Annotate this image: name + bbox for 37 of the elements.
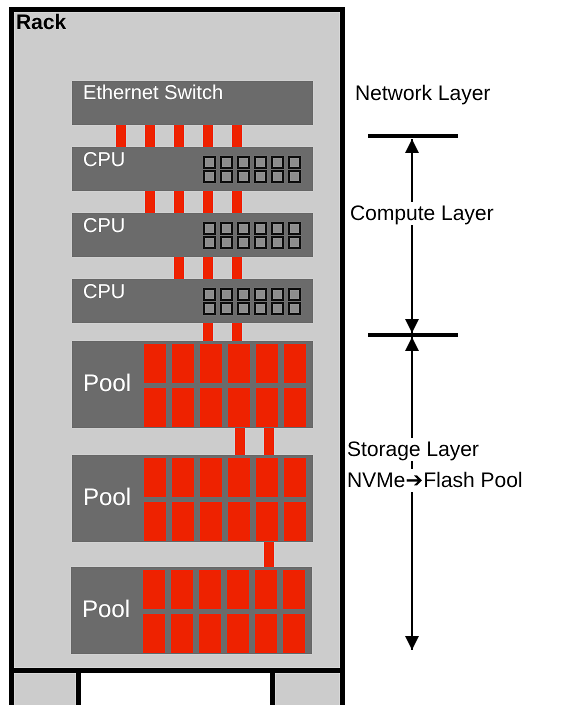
cable-link [232, 191, 242, 213]
layer-label: NVMe➔Flash Pool [347, 469, 523, 492]
cable-link [232, 257, 242, 279]
cable-link [174, 257, 184, 279]
switch-unit [72, 81, 313, 125]
rack-label: Rack [16, 11, 66, 35]
unit-label: Pool [82, 598, 130, 622]
unit-label: Pool [83, 486, 132, 510]
cable-link [235, 428, 245, 455]
cable-link [203, 323, 213, 341]
server-unit [72, 279, 313, 323]
cable-link [232, 125, 242, 147]
unit-label: CPU [83, 216, 126, 236]
layer-label: Compute Layer [350, 202, 494, 226]
unit-label: Pool [83, 372, 132, 396]
cable-link [145, 191, 155, 213]
unit-label: Ethernet Switch [83, 83, 224, 103]
unit-label: CPU [83, 150, 126, 170]
storage-unit [72, 455, 313, 542]
storage-unit [71, 567, 312, 654]
unit-label: CPU [83, 282, 126, 302]
cable-link [116, 125, 126, 147]
cable-link [203, 125, 213, 147]
server-unit [72, 213, 313, 257]
layer-label: Network Layer [355, 82, 490, 106]
cable-link [203, 191, 213, 213]
cable-link [264, 428, 274, 455]
storage-unit [72, 341, 313, 428]
rack-cabinet [9, 7, 345, 673]
cable-link [232, 323, 242, 341]
cable-link [174, 125, 184, 147]
cable-link [203, 257, 213, 279]
cable-link [264, 542, 274, 567]
cable-link [145, 125, 155, 147]
layer-label: Storage Layer [347, 438, 479, 462]
server-unit [72, 147, 313, 191]
cable-link [174, 191, 184, 213]
